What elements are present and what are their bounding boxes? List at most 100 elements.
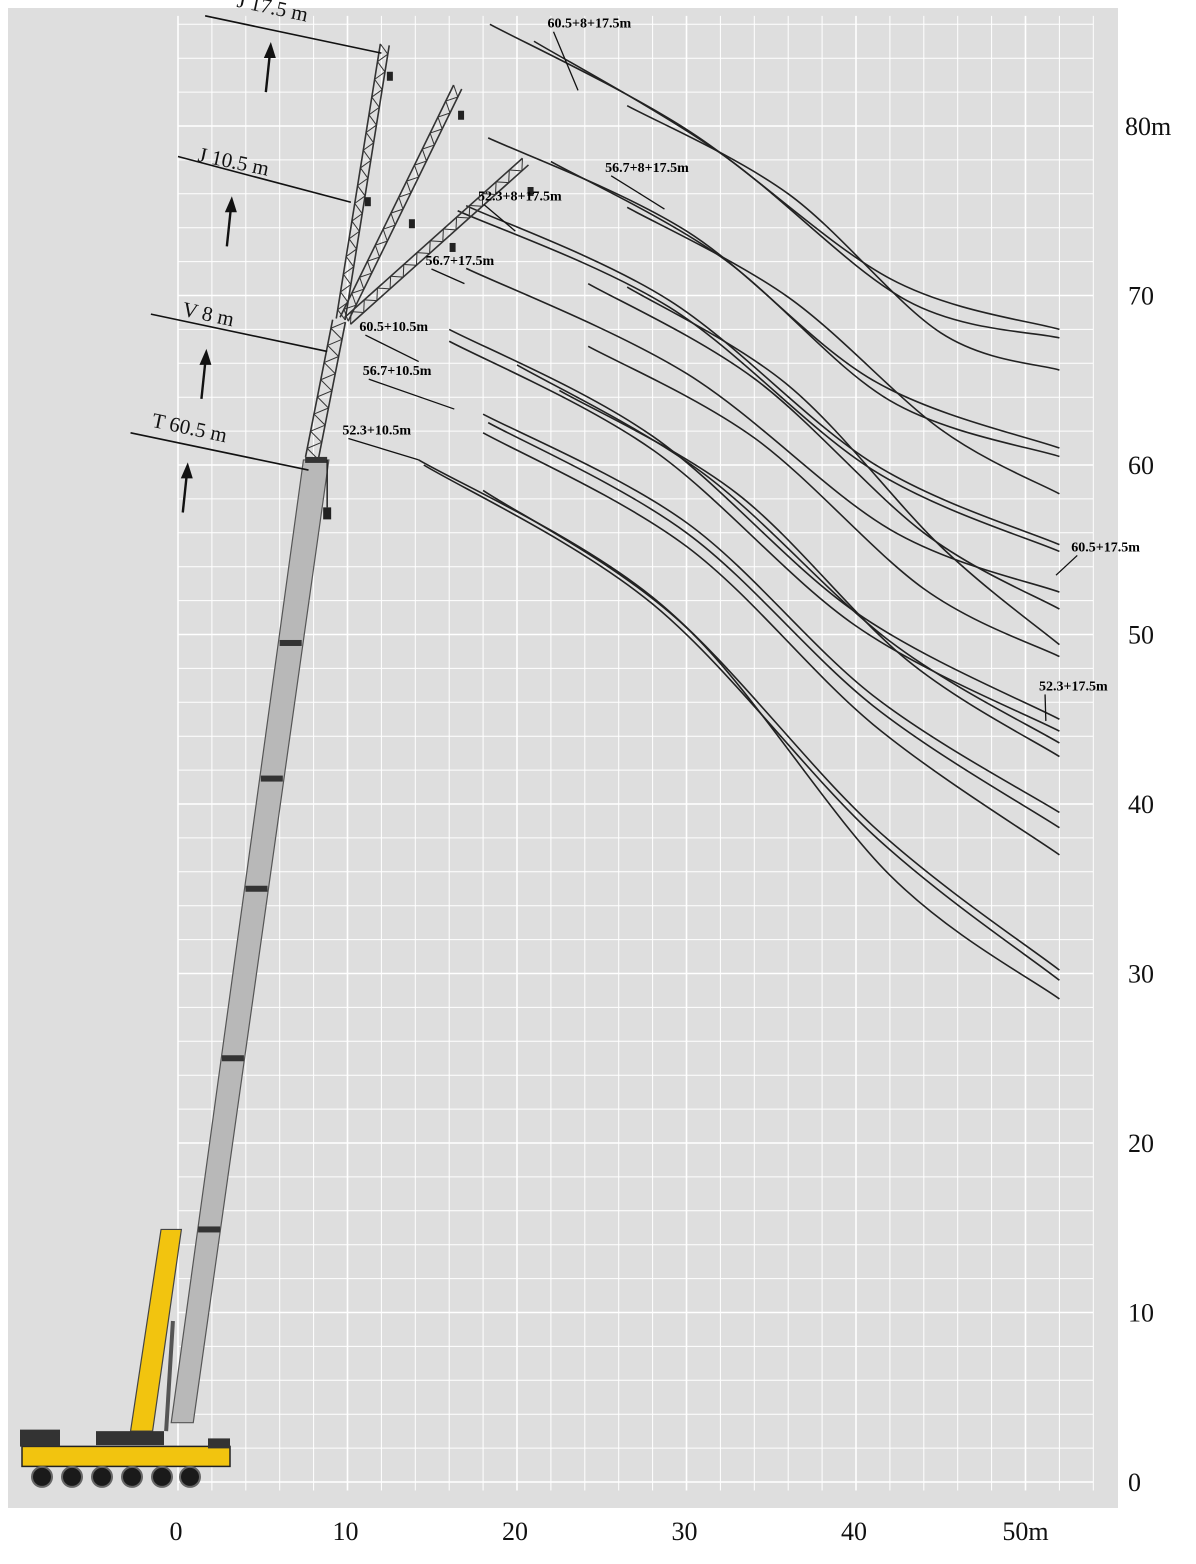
lattice-brace: [351, 288, 364, 294]
lattice-brace: [342, 273, 352, 285]
lattice-brace: [414, 160, 427, 166]
curve-label-leader: [348, 437, 419, 461]
jib-hook: [527, 187, 534, 197]
lattice-brace: [406, 176, 419, 182]
lift-curve: [482, 413, 1060, 814]
lattice-chord: [339, 84, 455, 318]
lattice-brace: [496, 181, 509, 184]
lattice-brace: [390, 212, 396, 226]
lattice-brace: [354, 203, 363, 214]
curve-label: 56.7+10.5m: [363, 364, 432, 379]
lattice-brace: [414, 164, 420, 178]
lattice-brace: [340, 291, 349, 303]
lattice-brace: [359, 272, 372, 278]
x-tick-label: 40: [841, 1517, 867, 1546]
lattice-brace: [469, 204, 483, 207]
chart-panel: [8, 8, 1118, 1508]
section-arrow-head: [224, 196, 237, 213]
lattice-brace: [307, 441, 322, 449]
boom-joint: [305, 456, 328, 463]
lattice-brace: [360, 167, 369, 179]
lattice-brace: [398, 196, 404, 210]
lattice-brace: [406, 180, 412, 194]
lattice-brace: [327, 338, 343, 346]
lattice-brace: [313, 413, 326, 426]
section-arrow-shaft: [264, 53, 272, 93]
lift-curve: [533, 40, 1060, 339]
lattice-brace: [354, 195, 366, 204]
hook-block: [323, 507, 332, 520]
lattice-brace: [351, 293, 357, 306]
y-tick-label: 40: [1128, 790, 1154, 819]
y-tick-label: 30: [1128, 960, 1154, 989]
lattice-brace: [377, 287, 391, 290]
lattice-brace: [445, 96, 458, 102]
lattice-brace: [445, 100, 451, 114]
lattice-brace: [351, 213, 363, 222]
y-tick-label: 20: [1128, 1129, 1154, 1158]
lift-curve: [448, 340, 1060, 732]
lift-curve: [558, 389, 1060, 758]
lift-curve: [482, 489, 1060, 1000]
boom-joint: [198, 1226, 221, 1233]
y-tick-label: 70: [1128, 282, 1154, 311]
lattice-brace: [368, 106, 380, 116]
lattice-brace: [403, 263, 417, 266]
section-pointer-line: [204, 15, 382, 54]
jib-hook: [458, 110, 465, 120]
lattice-brace: [509, 169, 522, 172]
section-arrow-shaft: [225, 208, 233, 247]
luffing-cylinder: [164, 1320, 175, 1432]
y-tick-label: 50: [1128, 621, 1154, 650]
lift-curve: [626, 206, 1060, 495]
lattice-brace: [416, 252, 430, 254]
lattice-brace: [348, 230, 360, 240]
lift-curve: [626, 104, 1060, 371]
jib-hook: [408, 219, 415, 229]
lattice-brace: [320, 373, 336, 381]
lattice-brace: [453, 84, 459, 98]
section-arrow-head: [180, 462, 193, 479]
curve-label: 56.7+8+17.5m: [605, 161, 689, 176]
lattice-brace: [382, 224, 396, 230]
section-arrow-head: [263, 42, 276, 59]
wheel: [31, 1465, 53, 1488]
lattice-brace: [437, 112, 451, 118]
section-arrow-head: [199, 348, 212, 365]
lattice-brace: [430, 240, 443, 243]
label-leaders: [130, 15, 1078, 721]
lattice-brace: [374, 245, 380, 258]
lattice-brace: [368, 114, 377, 126]
lattice-brace: [351, 311, 364, 313]
section-arrow-shaft: [200, 360, 207, 400]
lattice-brace: [437, 116, 443, 130]
lattice-brace: [327, 345, 339, 357]
lift-curve: [626, 286, 1060, 646]
curve-label: 60.5+10.5m: [359, 320, 428, 335]
lattice-brace: [415, 252, 418, 266]
wheel: [151, 1465, 173, 1488]
lattice-brace: [421, 148, 427, 162]
curve-label: 52.3+8+17.5m: [478, 190, 562, 205]
curve-label-leader: [552, 31, 579, 91]
curve-label-leader: [431, 268, 465, 285]
crane: [20, 43, 534, 1488]
lift-curve: [587, 345, 1060, 658]
curve-label: 52.3+17.5m: [1039, 679, 1108, 694]
lift-curve: [457, 210, 1060, 553]
lattice-brace: [371, 89, 383, 98]
curve-label-leader: [365, 334, 419, 363]
rear-cab: [208, 1438, 230, 1449]
lattice-brace: [313, 407, 329, 415]
lattice-brace: [374, 79, 383, 90]
lattice-brace: [375, 240, 388, 246]
lattice-brace: [362, 142, 374, 151]
curve-label-leader: [1055, 554, 1078, 576]
lattice-brace: [382, 229, 388, 242]
carrier-body: [21, 1445, 231, 1468]
curve-labels: 60.5+8+17.5m56.7+8+17.5m52.3+8+17.5m56.7…: [342, 17, 1140, 695]
lattice-jib-c: [343, 157, 530, 325]
x-tick-label: 20: [502, 1517, 528, 1546]
